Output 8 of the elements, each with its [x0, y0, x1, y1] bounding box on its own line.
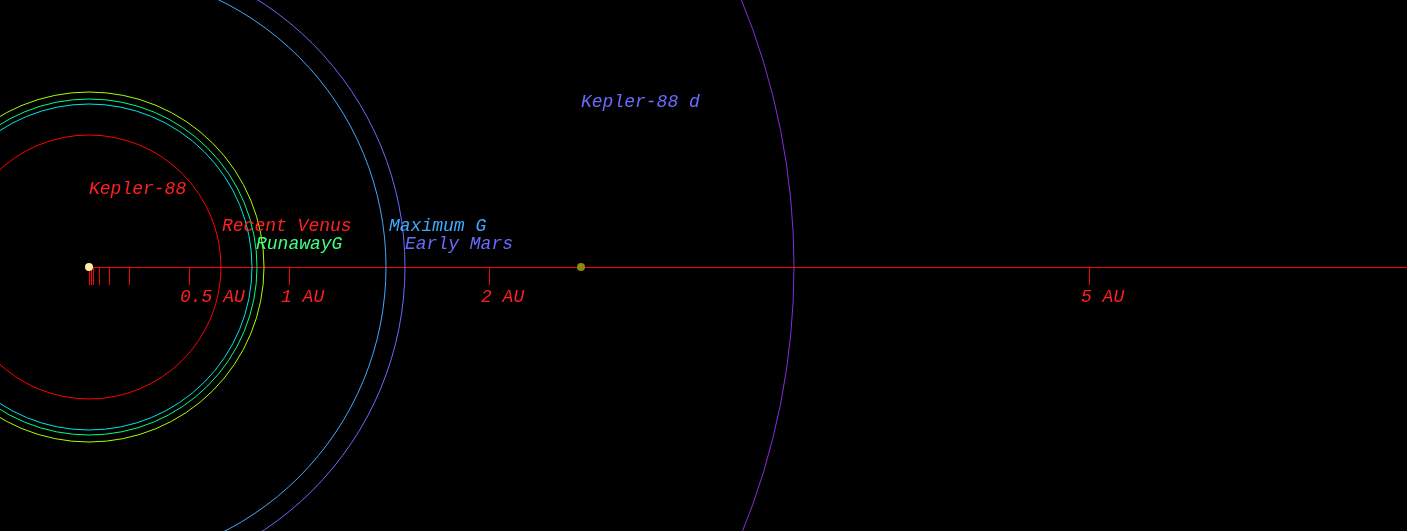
star-label: Kepler-88 — [89, 180, 187, 198]
zone-label: Early Mars — [405, 235, 514, 253]
scale-label: 0.5 AU — [180, 288, 245, 306]
zone-label: RunawayG — [256, 235, 343, 253]
scale-label: 5 AU — [1081, 288, 1125, 306]
scale-label: 2 AU — [481, 288, 525, 306]
scale-label: 1 AU — [281, 288, 325, 306]
planet-label: Kepler-88 d — [581, 93, 700, 111]
